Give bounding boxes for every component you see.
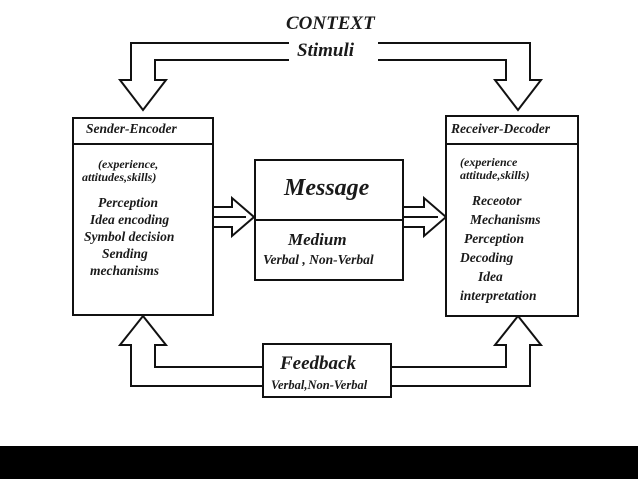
message-box [254, 159, 404, 281]
receiver-decoder-box [445, 115, 579, 317]
feedback-title: Feedback [280, 353, 356, 374]
sender-header: Sender-Encoder [86, 121, 177, 136]
receiver-item: Perception [464, 231, 524, 246]
receiver-header-divider [447, 143, 577, 145]
sender-details-line1: (experience, [98, 157, 159, 171]
sender-item: mechanisms [90, 263, 160, 278]
receiver-item: interpretation [460, 288, 537, 303]
receiver-items: Receotor Mechanisms Perception Decoding … [458, 191, 541, 305]
stimuli-arrow-outer [117, 42, 289, 112]
sender-item: Sending [102, 246, 148, 261]
sender-item: Perception [98, 195, 158, 210]
stimuli-arrow-right [378, 42, 544, 112]
stimuli-label: Stimuli [297, 40, 355, 61]
message-divider [256, 219, 402, 221]
feedback-box [262, 343, 392, 398]
feedback-types: Verbal,Non-Verbal [271, 378, 368, 392]
sender-item: Idea encoding [90, 212, 170, 227]
message-title: Message [284, 175, 370, 201]
receiver-item: Decoding [460, 250, 514, 265]
sender-item: Symbol decision [84, 229, 175, 244]
sender-items: Perception Idea encoding Symbol decision… [84, 194, 175, 279]
medium-label: Medium [288, 230, 347, 249]
sender-encoder-box [72, 117, 214, 316]
feedback-arrow-left [117, 314, 262, 387]
bottom-bar [0, 446, 638, 479]
sender-details: (experience, attitudes,skills) [82, 157, 159, 184]
receiver-header: Receiver-Decoder [451, 121, 550, 136]
receiver-details-line1: (experience [460, 155, 518, 169]
sender-header-divider [74, 143, 212, 145]
context-title: CONTEXT [286, 13, 375, 34]
receiver-details: (experience attitude,skills) [460, 156, 530, 182]
sender-details-line2: attitudes,skills) [82, 169, 157, 184]
receiver-item: Idea [478, 269, 503, 284]
feedback-arrow-right [392, 314, 544, 387]
receiver-item: Receotor [472, 193, 522, 208]
medium-types: Verbal , Non-Verbal [263, 252, 374, 267]
receiver-item: Mechanisms [470, 212, 541, 227]
receiver-details-line2: attitude,skills) [460, 167, 530, 182]
